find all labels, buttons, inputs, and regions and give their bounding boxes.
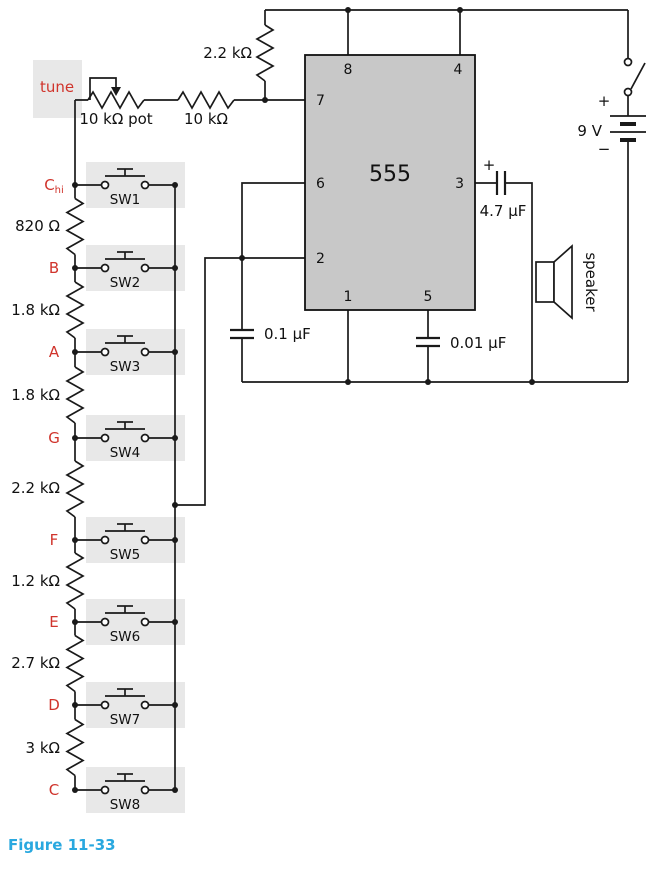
pin-3-label: 3 [455, 176, 464, 192]
resistor-1k8-b [66, 366, 84, 424]
resistor-1k2 [66, 552, 84, 610]
switch-label-sw5: SW5 [110, 547, 141, 563]
ladder-resistor-label-2: 1.8 kΩ [11, 301, 60, 319]
ladder-resistor-label-7: 3 kΩ [26, 739, 60, 757]
figure-caption: Figure 11-33 [8, 836, 116, 854]
battery-voltage-label: 9 V [577, 122, 602, 140]
note-label-c: C [49, 781, 59, 799]
pin-2-label: 2 [316, 251, 325, 267]
ladder-resistor-label-6: 2.7 kΩ [11, 654, 60, 672]
battery-minus-label: − [598, 140, 611, 158]
note-label-g: G [48, 429, 60, 447]
switch-label-sw2: SW2 [110, 275, 141, 291]
junction-dot [457, 7, 463, 13]
junction-dot [529, 379, 535, 385]
ladder-resistor-label-3: 1.8 kΩ [11, 386, 60, 404]
ic-555-label: 555 [369, 162, 411, 187]
pin-4-label: 4 [454, 62, 463, 78]
switch-label-sw1: SW1 [110, 192, 141, 208]
power-switch-lever [630, 62, 646, 90]
battery-plus-label: + [598, 92, 611, 110]
note-subscript: hi [55, 185, 64, 196]
junction-dot [172, 619, 178, 625]
pin-5-label: 5 [424, 289, 433, 305]
junction-dot [72, 182, 78, 188]
switch-label-sw4: SW4 [110, 445, 141, 461]
junction-dot [72, 787, 78, 793]
resistor-1k8-a [66, 281, 84, 339]
junction-dot [345, 379, 351, 385]
junction-dot [172, 502, 178, 508]
speaker-driver [535, 261, 555, 303]
pot-value-label: 10 kΩ pot [79, 110, 152, 128]
pin-6-label: 6 [316, 176, 325, 192]
capacitor-4u7 [495, 171, 507, 195]
switch-label-sw6: SW6 [110, 629, 141, 645]
note-letter: C [44, 176, 54, 194]
junction-dot [262, 97, 268, 103]
junction-dot [172, 182, 178, 188]
junction-dot [72, 537, 78, 543]
junction-dot [172, 787, 178, 793]
pot-wiper-arrowhead [111, 87, 121, 96]
resistor-2k2-top [256, 24, 274, 82]
junction-dot [72, 265, 78, 271]
battery-9v [610, 115, 646, 142]
junction-dot [172, 265, 178, 271]
ladder-resistor-label-5: 1.2 kΩ [11, 572, 60, 590]
resistor-3k [66, 718, 84, 777]
cap-4u7-label: 4.7 µF [480, 202, 527, 220]
series-resistor-label: 10 kΩ [184, 110, 228, 128]
switch-label-sw3: SW3 [110, 359, 141, 375]
junction-dot [72, 349, 78, 355]
capacitor-0u1 [230, 328, 254, 340]
resistor-2k2-ladder [66, 460, 84, 518]
speaker-cone [553, 244, 573, 320]
ladder-resistor-label-1: 820 Ω [15, 217, 60, 235]
note-label-f: F [50, 531, 59, 549]
junction-dot [172, 435, 178, 441]
cap-0u01-label: 0.01 µF [450, 334, 506, 352]
capacitor-0u01 [416, 336, 440, 348]
cap-0u1-label: 0.1 µF [264, 325, 311, 343]
note-label-b: B [49, 259, 59, 277]
junction-dot [172, 349, 178, 355]
ic-555-body [304, 54, 476, 311]
tune-label: tune [40, 78, 74, 96]
resistor-10k [177, 91, 235, 109]
junction-dot [425, 379, 431, 385]
junction-dot [72, 702, 78, 708]
junction-dot [72, 435, 78, 441]
power-switch-terminal-bottom [623, 87, 633, 97]
junction-dot [345, 7, 351, 13]
pot-wiper-arm [89, 77, 117, 100]
speaker-label: speaker [582, 252, 600, 312]
pin-1-label: 1 [344, 289, 353, 305]
junction-dot [172, 537, 178, 543]
note-label-d: D [48, 696, 60, 714]
resistor-820 [66, 197, 84, 256]
resistor-2k7 [66, 634, 84, 693]
ladder-resistor-label-4: 2.2 kΩ [11, 479, 60, 497]
pin-7-label: 7 [316, 93, 325, 109]
junction-dot [72, 619, 78, 625]
note-label-chi: Chi [44, 176, 64, 196]
note-label-a: A [49, 343, 60, 361]
tune-highlight-box [33, 60, 82, 118]
switch-label-sw8: SW8 [110, 797, 141, 813]
switch-label-sw7: SW7 [110, 712, 141, 728]
pin-8-label: 8 [344, 62, 353, 78]
junction-dot [172, 702, 178, 708]
cap-4u7-polarity: + [483, 156, 496, 174]
power-switch-terminal-top [623, 57, 633, 67]
junction-dot [239, 255, 245, 261]
wire-net [74, 9, 629, 791]
note-label-e: E [49, 613, 58, 631]
top-resistor-label: 2.2 kΩ [203, 44, 252, 62]
